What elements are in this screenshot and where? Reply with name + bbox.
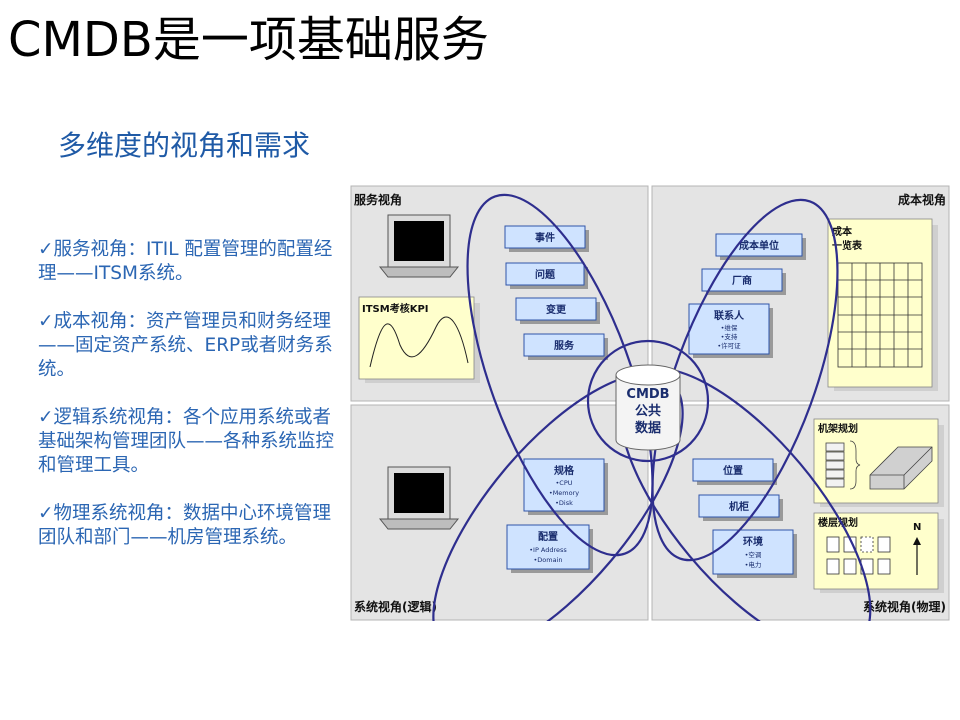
center-label-3: 数据 <box>635 420 661 436</box>
box-vendor: 厂商 <box>701 268 786 295</box>
center-label-1: CMDB <box>626 387 669 402</box>
page-title: CMDB是一项基础服务 <box>8 12 489 68</box>
svg-text:•空调: •空调 <box>745 550 762 559</box>
rack-plan-label: 机架规划 <box>818 422 858 435</box>
bullet-cost-view: ✓成本视角：资产管理员和财务经理——固定资产系统、ERP或者财务系统。 <box>38 310 348 382</box>
cost-sheet-label-2: 一览表 <box>832 239 863 252</box>
cost-sheet-note: 成本 一览表 <box>827 218 938 391</box>
center-label-2: 公共 <box>635 403 661 419</box>
svg-text:位置: 位置 <box>723 464 743 477</box>
box-cost-unit: 成本单位 <box>715 233 806 260</box>
svg-text:•维保: •维保 <box>721 323 738 332</box>
bullet-text: 服务视角：ITIL 配置管理的配置经理——ITSM系统。 <box>38 239 333 284</box>
monitor-icon <box>378 214 460 278</box>
box-service: 服务 <box>523 333 608 360</box>
box-change: 变更 <box>515 297 600 324</box>
box-contact: 联系人 •维保 •支持 •许可证 <box>688 303 773 358</box>
box-environment: 环境 •空调 •电力 <box>712 529 797 578</box>
itsm-kpi-chart-note: ITSM考核KPI <box>358 296 480 383</box>
bullet-physical-view: ✓物理系统视角：数据中心环境管理团队和部门——机房管理系统。 <box>38 502 348 550</box>
bullet-logical-view: ✓逻辑系统视角：各个应用系统或者基础架构管理团队——各种系统监控和管理工具。 <box>38 406 348 478</box>
svg-text:规格: 规格 <box>554 464 575 477</box>
svg-text:•许可证: •许可证 <box>717 341 741 350</box>
floor-plan-note: 楼层规划 N <box>813 512 944 593</box>
monitor-icon <box>378 466 460 530</box>
svg-text:联系人: 联系人 <box>714 309 745 322</box>
page-subtitle: 多维度的视角和需求 <box>58 129 311 162</box>
cmdb-database-icon: CMDB 公共 数据 <box>586 339 710 463</box>
box-spec: 规格 •CPU •Memory •Disk <box>523 458 608 515</box>
cmdb-perspectives-diagram: 服务视角 成本视角 系统视角(逻辑) 系统视角(物理) ITSM考核KPI 成本… <box>350 185 950 621</box>
cost-sheet-label-1: 成本 <box>832 225 853 238</box>
bullet-text: 逻辑系统视角：各个应用系统或者基础架构管理团队——各种系统监控和管理工具。 <box>38 407 335 476</box>
quadrant-label-service: 服务视角 <box>354 192 402 207</box>
box-problem: 问题 <box>505 262 588 289</box>
ellipse-service-logical <box>466 193 654 557</box>
svg-text:服务: 服务 <box>554 339 575 352</box>
svg-text:•Memory: •Memory <box>549 489 579 497</box>
bullet-text: 物理系统视角：数据中心环境管理团队和部门——机房管理系统。 <box>38 503 332 548</box>
rack-plan-note: 机架规划 <box>813 418 944 507</box>
itsm-kpi-label: ITSM考核KPI <box>362 302 429 315</box>
north-label: N <box>913 522 921 533</box>
box-location: 位置 <box>692 458 777 485</box>
svg-text:问题: 问题 <box>535 268 556 281</box>
svg-text:•支持: •支持 <box>721 332 738 341</box>
box-cabinet: 机柜 <box>698 494 783 521</box>
svg-text:厂商: 厂商 <box>732 274 752 287</box>
svg-text:配置: 配置 <box>538 531 558 543</box>
svg-text:•Disk: •Disk <box>555 499 573 507</box>
floor-plan-label: 楼层规划 <box>818 516 858 529</box>
bullet-service-view: ✓服务视角：ITIL 配置管理的配置经理——ITSM系统。 <box>38 238 348 286</box>
quadrant-label-cost: 成本视角 <box>898 192 946 207</box>
check-icon: ✓ <box>38 407 54 428</box>
check-icon: ✓ <box>38 503 54 524</box>
svg-text:变更: 变更 <box>546 303 567 316</box>
svg-text:事件: 事件 <box>535 231 555 244</box>
bullet-text: 成本视角：资产管理员和财务经理——固定资产系统、ERP或者财务系统。 <box>38 311 333 380</box>
box-config: 配置 •IP Address •Domain <box>506 524 593 573</box>
svg-text:环境: 环境 <box>743 535 763 548</box>
svg-text:•CPU: •CPU <box>555 479 572 487</box>
check-icon: ✓ <box>38 239 54 260</box>
svg-text:成本单位: 成本单位 <box>739 239 779 252</box>
box-event: 事件 <box>504 225 589 252</box>
svg-text:•Domain: •Domain <box>533 556 562 564</box>
svg-text:机柜: 机柜 <box>729 500 749 513</box>
quadrant-label-logical: 系统视角(逻辑) <box>354 599 437 614</box>
north-arrow-icon <box>913 537 921 575</box>
svg-text:•电力: •电力 <box>745 560 762 569</box>
check-icon: ✓ <box>38 311 54 332</box>
quadrant-label-physical: 系统视角(物理) <box>863 599 946 614</box>
svg-text:•IP Address: •IP Address <box>529 546 567 554</box>
